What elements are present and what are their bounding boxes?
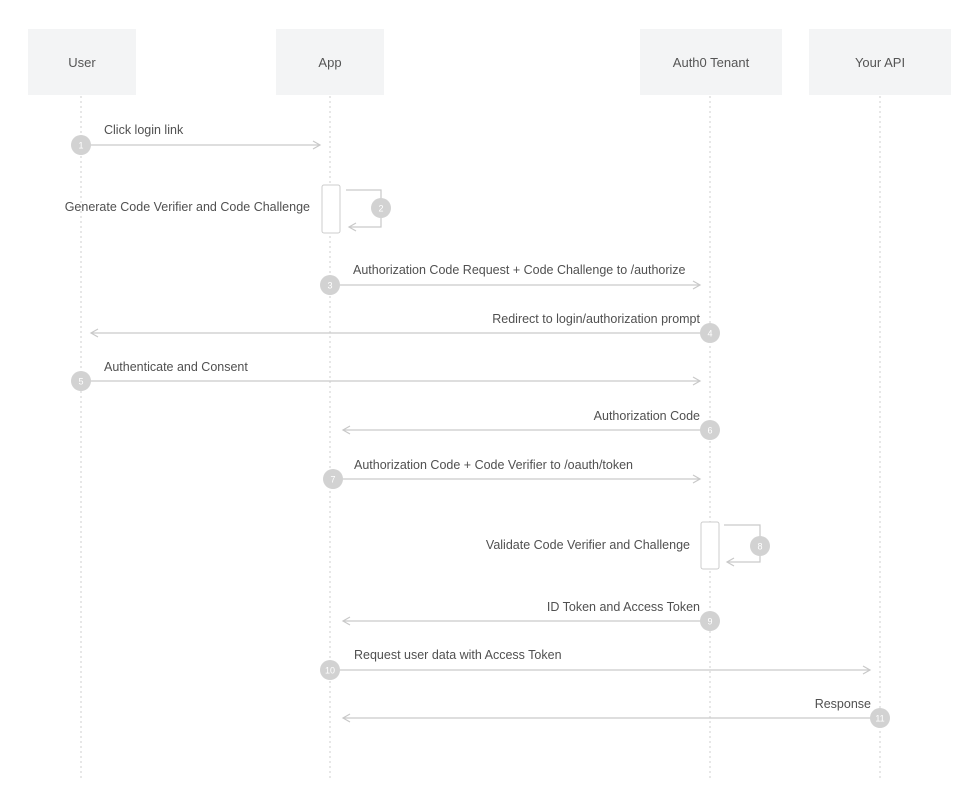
step-badge-7: 7 — [323, 469, 343, 489]
svg-text:7: 7 — [330, 475, 335, 485]
svg-text:8: 8 — [757, 542, 762, 552]
step-badge-9: 9 — [700, 611, 720, 631]
step-badge-10: 10 — [320, 660, 340, 680]
step-label-4: Redirect to login/authorization prompt — [492, 312, 700, 326]
svg-text:5: 5 — [78, 377, 83, 387]
step-label-10: Request user data with Access Token — [354, 648, 562, 662]
step-label-7: Authorization Code + Code Verifier to /o… — [354, 458, 633, 472]
svg-text:4: 4 — [707, 329, 712, 339]
step-label-9: ID Token and Access Token — [546, 600, 700, 614]
activation-auth0 — [700, 521, 720, 570]
step-badge-4: 4 — [700, 323, 720, 343]
step-badge-3: 3 — [320, 275, 340, 295]
actor-auth0-tenant: Auth0 Tenant — [640, 29, 782, 95]
step-badge-2: 2 — [371, 198, 391, 218]
step-label-3: Authorization Code Request + Code Challe… — [353, 263, 686, 277]
step-label-11: Response — [814, 697, 871, 711]
step-badge-1: 1 — [71, 135, 91, 155]
step-badge-8: 8 — [750, 536, 770, 556]
svg-text:11: 11 — [875, 714, 884, 724]
svg-text:1: 1 — [78, 141, 83, 151]
step-label-8: Validate Code Verifier and Challenge — [485, 538, 690, 552]
actor-your-api: Your API — [809, 29, 951, 95]
svg-text:10: 10 — [325, 666, 335, 676]
step-label-6: Authorization Code — [593, 409, 700, 423]
step-label-2: Generate Code Verifier and Code Challeng… — [64, 200, 310, 214]
step-badge-6: 6 — [700, 420, 720, 440]
actor-app: App — [276, 29, 384, 95]
svg-text:6: 6 — [707, 426, 712, 436]
step-label-1: Click login link — [104, 123, 184, 137]
step-badge-11: 11 — [870, 708, 890, 728]
svg-text:3: 3 — [327, 281, 332, 291]
actor-user: User — [28, 29, 136, 95]
activation-app — [321, 184, 341, 234]
svg-text:2: 2 — [378, 204, 383, 214]
step-badge-5: 5 — [71, 371, 91, 391]
svg-text:9: 9 — [707, 617, 712, 627]
step-label-5: Authenticate and Consent — [104, 360, 248, 374]
